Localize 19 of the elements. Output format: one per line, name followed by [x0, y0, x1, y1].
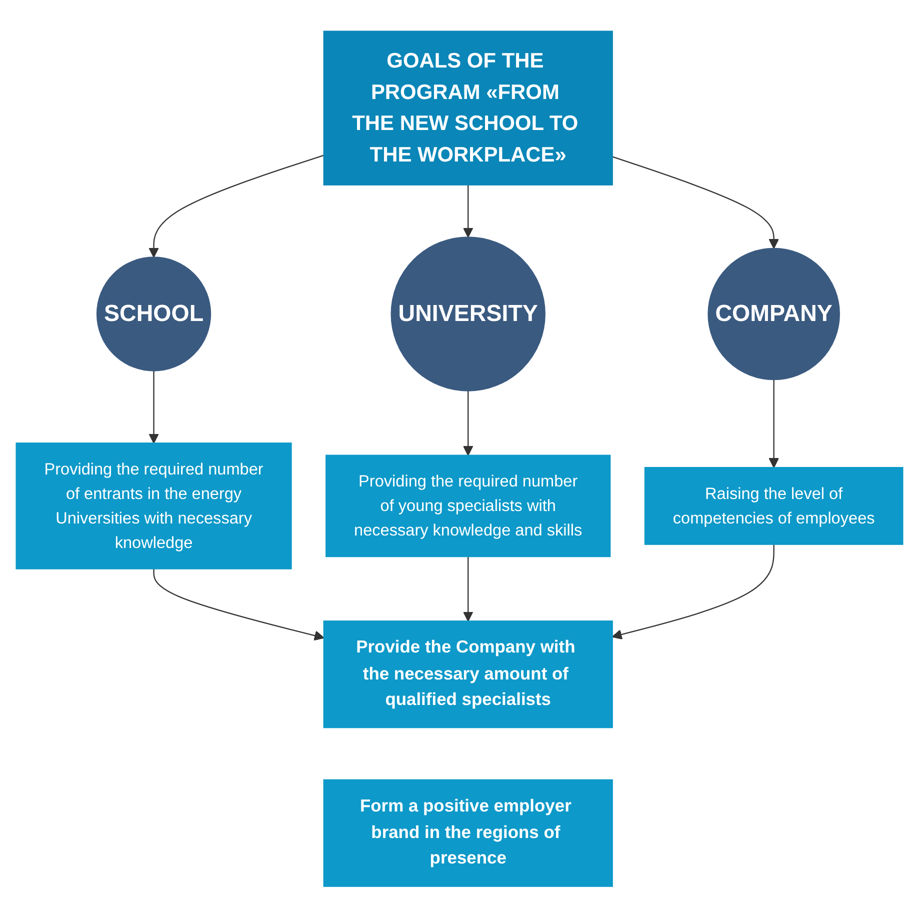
node-box — [644, 467, 904, 546]
node-box — [323, 30, 613, 186]
arrow — [153, 568, 324, 641]
node-circle — [708, 248, 840, 380]
arrow — [148, 154, 324, 258]
node-box — [16, 442, 292, 570]
node-box — [323, 779, 613, 888]
node-box — [326, 454, 611, 558]
arrow — [612, 544, 774, 640]
arrow — [612, 156, 779, 250]
arrow — [462, 390, 474, 456]
flowchart-drawing: GOALS OF THE PROGRAM «FROM THE NEW SCHOOL TO THE WORKPLACE» SCHOOL UNIVERSITY COMPANY Providing the required number of entrants in the energy Universities with necessary knowledge Providing the required number of young specialists with necessary knowledge and skills Raising the level of competencies of employees Provide the Company with the necessary amount of qualified specialists Form a positive employer brand in the regions of presence — [7, 22, 912, 896]
arrow — [462, 556, 474, 622]
node-box — [323, 620, 613, 728]
node-circle — [390, 236, 546, 392]
arrow — [462, 185, 474, 238]
arrow — [148, 370, 159, 444]
arrow — [768, 380, 779, 468]
node-circle — [96, 256, 212, 372]
